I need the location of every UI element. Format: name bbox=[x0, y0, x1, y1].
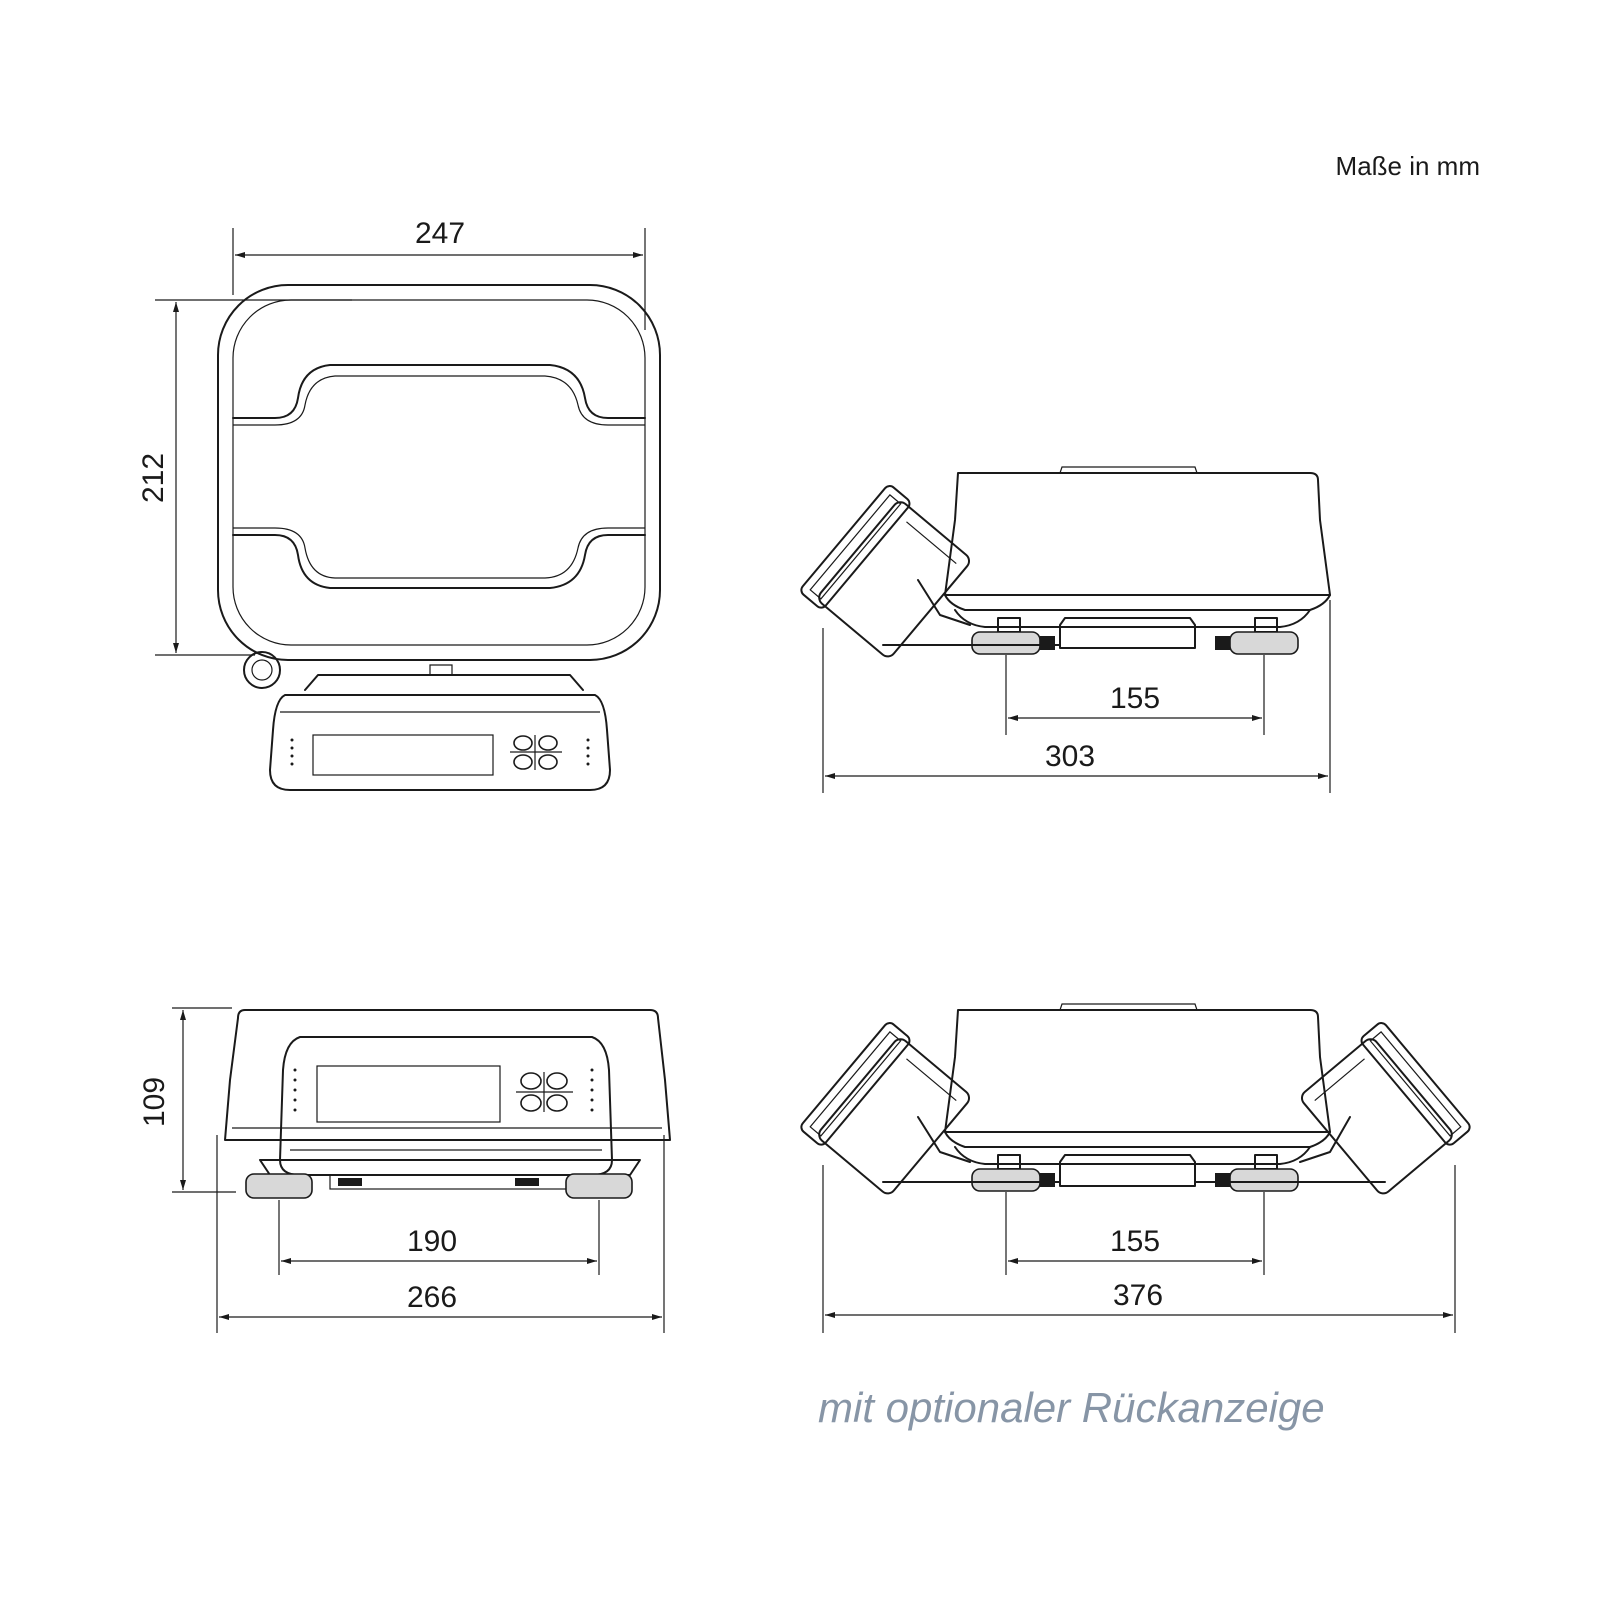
side-foot-right bbox=[1229, 631, 1299, 655]
side-center-block bbox=[1059, 617, 1196, 649]
side-foot-left bbox=[971, 631, 1041, 655]
side-foot-stem-right bbox=[1254, 617, 1278, 633]
side-display-arm bbox=[882, 579, 1061, 646]
dim-front-foot-spacing: 190 bbox=[407, 1225, 457, 1258]
rear-display-view: 155 376 bbox=[800, 1003, 1471, 1333]
rear-right-display bbox=[1300, 1022, 1471, 1195]
front-display-screen bbox=[316, 1065, 501, 1123]
side-platform-lip bbox=[1059, 466, 1198, 474]
dim-front-width: 266 bbox=[407, 1281, 457, 1314]
rear-arm-left bbox=[882, 1116, 1061, 1183]
rear-foot-stem-right bbox=[1254, 1154, 1278, 1170]
top-view: 247 212 bbox=[137, 217, 661, 791]
front-foot-pad-left bbox=[338, 1178, 362, 1186]
dim-top-width: 247 bbox=[415, 217, 465, 250]
dim-side-foot-spacing: 155 bbox=[1110, 682, 1160, 715]
rear-platform-base bbox=[944, 1131, 1331, 1148]
top-neck-joint bbox=[429, 664, 453, 675]
rear-foot-right bbox=[1229, 1168, 1299, 1192]
dim-rear-length: 376 bbox=[1113, 1279, 1163, 1312]
side-foot-pad-left bbox=[1040, 636, 1055, 650]
front-platform bbox=[224, 1009, 671, 1141]
front-foot-left bbox=[245, 1173, 313, 1199]
side-base-frame bbox=[954, 609, 1311, 628]
front-display-dots-right bbox=[590, 1068, 594, 1112]
units-note: Maße in mm bbox=[1336, 151, 1480, 181]
side-platform-base bbox=[944, 594, 1331, 611]
rear-foot-left bbox=[971, 1168, 1041, 1192]
front-foot-right bbox=[565, 1173, 633, 1199]
level-bubble-icon bbox=[243, 651, 281, 689]
rear-platform bbox=[944, 1009, 1331, 1133]
top-pan-lower-inner bbox=[233, 527, 645, 579]
dim-rear-foot-spacing: 155 bbox=[1110, 1225, 1160, 1258]
side-view: 155 303 bbox=[800, 466, 1331, 793]
rear-left-display bbox=[800, 1022, 971, 1195]
top-platform-inner bbox=[232, 299, 646, 646]
top-pan-upper bbox=[232, 364, 646, 419]
top-platform-outline bbox=[217, 284, 661, 661]
rear-foot-pad-left bbox=[1040, 1173, 1055, 1187]
side-platform bbox=[944, 472, 1331, 596]
dim-side-length: 303 bbox=[1045, 740, 1095, 773]
dim-top-depth: 212 bbox=[137, 453, 170, 503]
rear-foot-stem-left bbox=[997, 1154, 1021, 1170]
rear-base-frame bbox=[954, 1146, 1311, 1165]
dim-front-height: 109 bbox=[138, 1077, 171, 1127]
rear-arm-right bbox=[1194, 1116, 1386, 1183]
side-foot-pad-right bbox=[1215, 636, 1230, 650]
front-view: 109 190 266 bbox=[138, 1007, 671, 1333]
top-display-dots-left bbox=[290, 738, 294, 766]
rear-foot-pad-right bbox=[1215, 1173, 1230, 1187]
front-display-housing bbox=[279, 1036, 613, 1176]
top-display-dots-right bbox=[586, 738, 590, 766]
top-display-buttons bbox=[510, 735, 562, 770]
top-display-neck bbox=[304, 674, 584, 691]
side-display bbox=[800, 485, 971, 658]
top-pan-lower bbox=[232, 534, 646, 589]
level-bubble-inner bbox=[251, 659, 273, 681]
caption: mit optionaler Rückanzeige bbox=[818, 1384, 1325, 1431]
side-foot-stem-left bbox=[997, 617, 1021, 633]
front-display-dots-left bbox=[293, 1068, 297, 1112]
front-display-buttons bbox=[516, 1072, 573, 1112]
top-display-screen bbox=[312, 734, 494, 776]
top-pan-upper-inner bbox=[233, 375, 645, 426]
rear-center-block bbox=[1059, 1154, 1196, 1187]
front-foot-pad-right bbox=[515, 1178, 539, 1186]
front-base-frame bbox=[259, 1159, 641, 1176]
top-display-housing bbox=[269, 694, 611, 791]
rear-platform-lip bbox=[1059, 1003, 1198, 1011]
